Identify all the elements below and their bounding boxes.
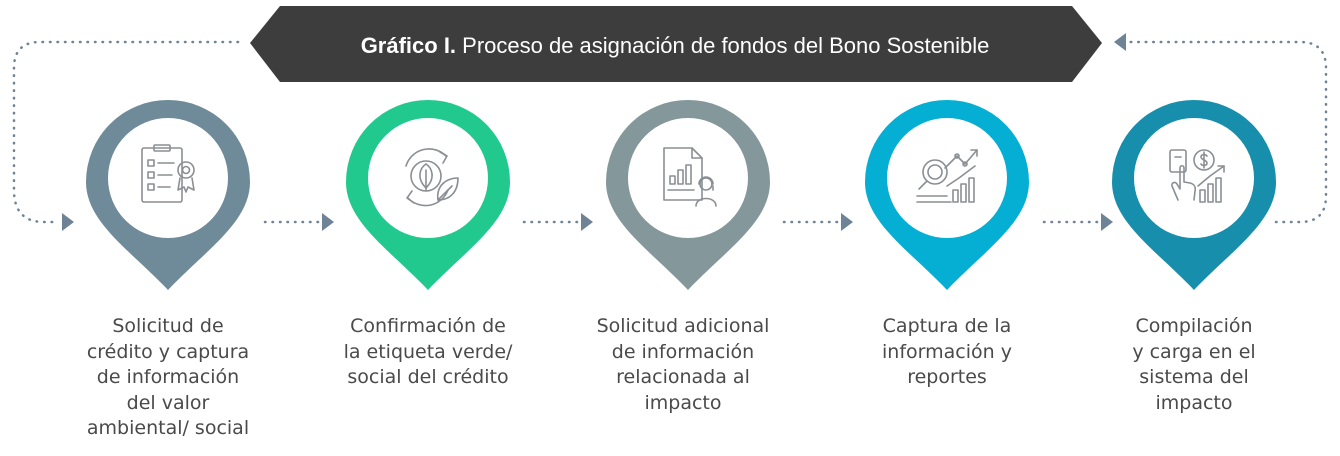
title-banner: Gráfico I. Proceso de asignación de fond… xyxy=(252,6,1098,86)
step-5-label: Compilación y carga en el sistema del im… xyxy=(1132,315,1256,414)
step-5-icon-circle xyxy=(1134,118,1254,238)
data-analytics-icon xyxy=(916,149,978,203)
step-3-icon-circle xyxy=(628,118,748,238)
step-connector xyxy=(782,213,853,231)
step-3-label: Solicitud adicional de información relac… xyxy=(596,315,770,414)
credit-application-icon xyxy=(141,144,195,203)
step-4-label: Captura de la información y reportes xyxy=(882,315,1012,388)
eco-label-icon xyxy=(405,148,459,207)
finance-growth-icon xyxy=(1169,149,1225,203)
loop-connector-right xyxy=(1126,40,1328,224)
step-connector xyxy=(522,213,593,231)
step-connector xyxy=(263,213,334,231)
step-2-label: Confirmación de la etiqueta verde/ socia… xyxy=(343,315,513,388)
title-bold: Gráfico I. xyxy=(360,33,457,58)
step-4-icon-circle xyxy=(887,118,1007,238)
step-1-label: Solicitud de crédito y captura de inform… xyxy=(86,315,250,439)
title-rest: Proceso de asignación de fondos del Bono… xyxy=(456,33,990,58)
step-2-icon-circle xyxy=(368,118,488,238)
report-support-icon xyxy=(663,147,717,207)
step-connector xyxy=(1042,213,1113,231)
loop-connector-left xyxy=(12,40,240,224)
arrowhead-icon xyxy=(62,213,74,231)
title-banner-shape xyxy=(250,6,1102,82)
page-title: Gráfico I. Proceso de asignación de fond… xyxy=(361,33,990,59)
arrowhead-icon xyxy=(1114,33,1126,51)
step-1-icon-circle xyxy=(108,118,228,238)
